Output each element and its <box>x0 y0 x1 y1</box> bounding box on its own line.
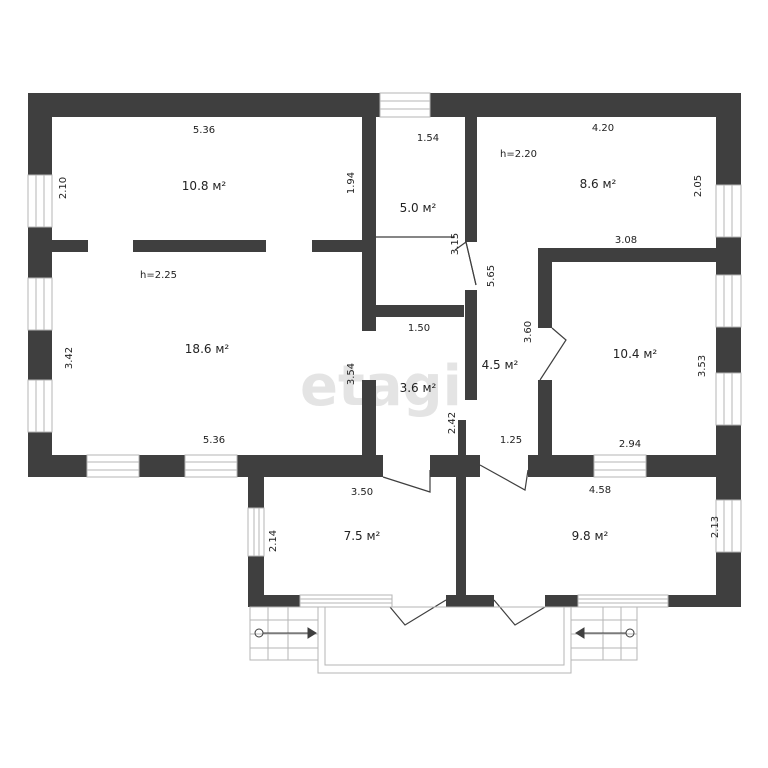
room-area-label: 10.8 м² <box>182 179 227 193</box>
dimension-label: 3.50 <box>351 487 373 498</box>
dimension-label: 2.13 <box>710 516 721 538</box>
ceiling-heights: h=2.25 h=2.20 <box>140 149 537 281</box>
dimension-label: 3.60 <box>523 321 534 343</box>
dimension-label: 1.25 <box>500 435 522 446</box>
ceiling-height-label: h=2.20 <box>500 149 537 160</box>
room-area-label: 10.4 м² <box>613 347 658 361</box>
dimension-label: 2.10 <box>58 177 69 199</box>
room-area-label: 7.5 м² <box>344 529 381 543</box>
room-area-label: 5.0 м² <box>400 201 437 215</box>
room-area-label: 4.5 м² <box>482 358 519 372</box>
dimension-label: 4.58 <box>589 485 611 496</box>
dimension-label: 1.94 <box>346 172 357 194</box>
dimension-label: 1.50 <box>408 323 430 334</box>
dimension-label: 3.54 <box>346 363 357 385</box>
dimension-label: 2.42 <box>447 412 458 434</box>
dimension-label: 3.53 <box>697 355 708 377</box>
dimension-label: 2.94 <box>619 439 641 450</box>
dimension-label: 3.15 <box>450 233 461 255</box>
dimension-label: 2.14 <box>268 530 279 552</box>
dimension-label: 5.36 <box>193 125 215 136</box>
dimension-label: 2.05 <box>693 175 704 197</box>
doors <box>376 236 567 626</box>
room-area-label: 9.8 м² <box>572 529 609 543</box>
dimension-label: 3.42 <box>64 347 75 369</box>
room-area-label: 3.6 м² <box>400 381 437 395</box>
dimension-label: 5.65 <box>486 265 497 287</box>
stair-arrows <box>254 627 635 639</box>
porch <box>249 606 638 674</box>
ceiling-height-label: h=2.25 <box>140 270 177 281</box>
watermark: etagi <box>300 354 462 419</box>
dimension-label: 4.20 <box>592 123 614 134</box>
dimension-label: 3.08 <box>615 235 637 246</box>
room-areas: 10.8 м² 18.6 м² 5.0 м² 8.6 м² 10.4 м² 4.… <box>182 177 658 543</box>
dimension-label: 5.36 <box>203 435 225 446</box>
room-area-label: 8.6 м² <box>580 177 617 191</box>
room-area-label: 18.6 м² <box>185 342 230 356</box>
dimension-labels: 5.36 2.10 1.94 3.42 5.36 1.54 3.15 4.20 … <box>58 123 721 552</box>
dimension-label: 1.54 <box>417 133 439 144</box>
